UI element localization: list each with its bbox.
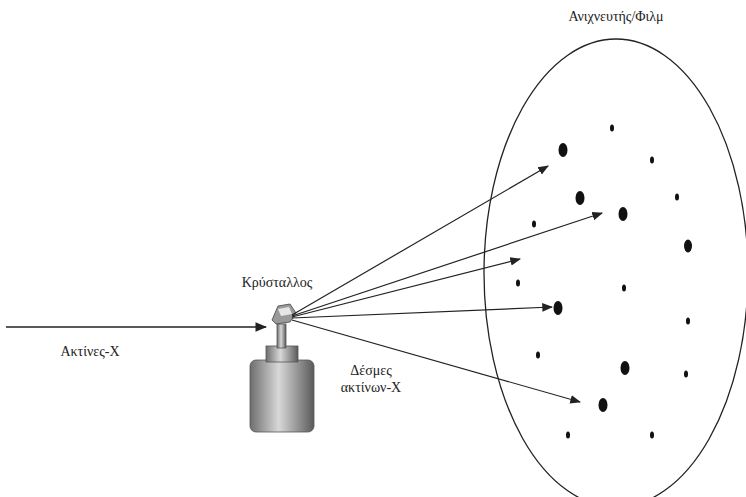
incident-beam	[6, 326, 266, 327]
detector-label: Ανιχνευτής/Φιλμ	[483, 8, 746, 25]
diffracted-beams	[292, 166, 602, 402]
xray-label: Ακτίνες-Χ	[40, 343, 140, 360]
diffraction-spots	[516, 125, 692, 439]
detector-film: Ανιχνευτής/Φιλμ	[483, 8, 746, 497]
crystal-label: Κρύσταλλος	[232, 274, 322, 291]
detector-outline	[483, 38, 746, 497]
beams-label: Δέσμες ακτίνων-Χ	[326, 362, 416, 396]
